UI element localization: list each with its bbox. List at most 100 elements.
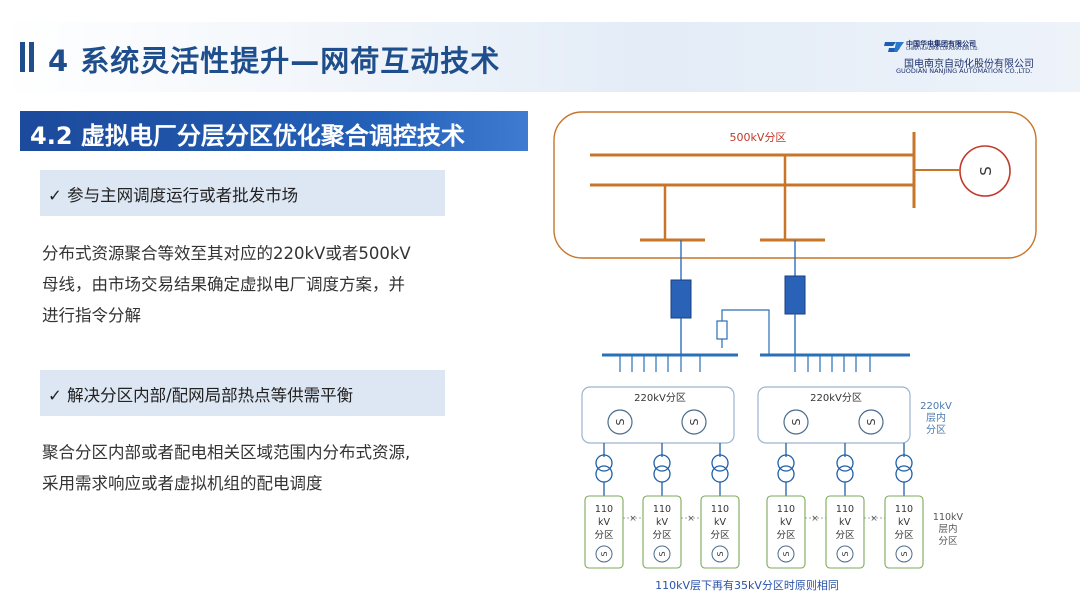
generators-220kv xyxy=(607,409,884,435)
svg-text:kV: kV xyxy=(898,517,911,528)
transformer-icon xyxy=(653,454,671,472)
svg-text:分区: 分区 xyxy=(652,530,672,541)
paragraph-line: 聚合分区内部或者配电相关区域范围内分布式资源, xyxy=(42,443,411,462)
svg-text:kV: kV xyxy=(780,517,793,528)
zone-220kv-right-label: 220kV分区 xyxy=(810,392,862,404)
generator-110kv-icon xyxy=(777,545,795,563)
tie-line xyxy=(721,309,770,355)
generator-110kv-icon xyxy=(836,545,854,563)
generator-220kv-icon xyxy=(783,409,809,435)
side-220kv-label: 220kV 层内 分区 xyxy=(920,401,952,436)
transformer-icon xyxy=(595,454,613,472)
paragraph-line: 分布式资源聚合等效至其对应的220kV或者500kV xyxy=(42,244,411,263)
svg-text:110: 110 xyxy=(653,504,671,515)
grid-diagram: 500kV分区 S 220kV分区 220kV分区 S S xyxy=(540,100,1050,600)
bullet-box-1: ✓ 参与主网调度运行或者批发市场 xyxy=(40,170,445,216)
logo-text-en-company: GUODIAN NANJING AUTOMATION CO.,LTD. xyxy=(896,67,1033,75)
generators-110kv xyxy=(595,545,913,563)
svg-text:110: 110 xyxy=(777,504,795,515)
generator-220kv-label: S xyxy=(865,418,878,425)
side-110-line: 分区 xyxy=(938,536,958,547)
transformer-icon xyxy=(711,454,729,472)
company-logo: 中国华电集团有限公司 CHINA HUADIAN CORPORATION LTD… xyxy=(884,40,1074,80)
tie-mark: × xyxy=(811,514,819,524)
transformer-icon xyxy=(653,465,671,483)
generator-220kv-label: S xyxy=(614,418,627,425)
svg-text:kV: kV xyxy=(656,517,669,528)
bullet-paragraph-1: 分布式资源聚合等效至其对应的220kV或者500kV 母线，由市场交易结果确定虚… xyxy=(42,238,462,331)
zone-500kv-label: 500kV分区 xyxy=(730,131,787,144)
generator-220kv-label: S xyxy=(790,418,803,425)
svg-text:S: S xyxy=(716,551,725,556)
zone-220kv-right xyxy=(757,386,911,444)
zone-110kv xyxy=(884,495,924,569)
bullet-label-2: ✓ 解决分区内部/配网局部热点等供需平衡 xyxy=(48,386,354,405)
tie-marks-110kv: × × × × xyxy=(629,514,878,524)
svg-text:分区: 分区 xyxy=(594,530,614,541)
transformer-icon xyxy=(836,454,854,472)
generator-500kv-label: S xyxy=(977,166,995,176)
paragraph-line: 母线，由市场交易结果确定虚拟电厂调度方案，并 xyxy=(42,275,405,294)
paragraph-line: 进行指令分解 xyxy=(42,306,141,325)
zone-220kv-left-label: 220kV分区 xyxy=(634,392,686,404)
zone-220kv-left xyxy=(581,386,735,444)
svg-text:110: 110 xyxy=(595,504,613,515)
bullet-paragraph-2: 聚合分区内部或者配电相关区域范围内分布式资源, 采用需求响应或者虚拟机组的配电调… xyxy=(42,437,462,499)
svg-text:分区: 分区 xyxy=(894,530,914,541)
transformer-icon xyxy=(895,465,913,483)
svg-text:kV: kV xyxy=(598,517,611,528)
side-220-line: 220kV xyxy=(920,401,952,412)
transformers-220-110 xyxy=(595,443,913,496)
zone-110kv xyxy=(825,495,865,569)
generator-220kv-icon xyxy=(858,409,884,435)
transformer-icon xyxy=(711,465,729,483)
page-title: 4 系统灵活性提升—网荷互动技术 xyxy=(48,44,501,78)
bullet-box-2: ✓ 解决分区内部/配网局部热点等供需平衡 xyxy=(40,370,445,416)
transformer-icon xyxy=(777,465,795,483)
transformer-icon xyxy=(836,465,854,483)
zones-110kv xyxy=(584,495,924,569)
generator-220kv-label: S xyxy=(688,418,701,425)
transformer-icon xyxy=(777,454,795,472)
svg-text:S: S xyxy=(900,551,909,556)
diagram-footnote: 110kV层下再有35kV分区时原则相同 xyxy=(655,578,839,592)
logo-text-cn-group: 中国华电集团有限公司 xyxy=(906,40,976,48)
tie-mark: × xyxy=(870,514,878,524)
svg-text:S: S xyxy=(658,551,667,556)
generator-220kv-icon xyxy=(607,409,633,435)
side-110-line: 110kV xyxy=(933,512,964,523)
svg-text:S: S xyxy=(600,551,609,556)
generator-220kv-marks: S S S S xyxy=(614,418,878,425)
transformer-right-icon xyxy=(784,275,806,315)
svg-text:kV: kV xyxy=(839,517,852,528)
svg-text:kV: kV xyxy=(714,517,727,528)
generator-110kv-icon xyxy=(711,545,729,563)
svg-text:分区: 分区 xyxy=(835,530,855,541)
transformer-icon xyxy=(895,454,913,472)
zone-110kv xyxy=(642,495,682,569)
svg-text:110: 110 xyxy=(836,504,854,515)
side-220-line: 层内 xyxy=(926,411,946,424)
bullet-label-1: ✓ 参与主网调度运行或者批发市场 xyxy=(48,186,299,205)
zone-110kv xyxy=(584,495,624,569)
generator-110kv-marks: S S S S S S xyxy=(600,551,909,556)
svg-text:110: 110 xyxy=(895,504,913,515)
generator-110kv-icon xyxy=(653,545,671,563)
side-110kv-label: 110kV 层内 分区 xyxy=(933,512,964,547)
tie-mark: × xyxy=(629,514,637,524)
generator-220kv-icon xyxy=(681,409,707,435)
side-110-line: 层内 xyxy=(938,523,957,535)
section-header: 4.2 虚拟电厂分层分区优化聚合调控技术 xyxy=(20,111,528,151)
zone-110kv xyxy=(766,495,806,569)
generator-110kv-icon xyxy=(895,545,913,563)
svg-text:S: S xyxy=(841,551,850,556)
zone-110kv xyxy=(700,495,740,569)
grid-diagram-svg: 500kV分区 S 220kV分区 220kV分区 S S xyxy=(553,111,1037,592)
section-title: 4.2 虚拟电厂分层分区优化聚合调控技术 xyxy=(30,122,465,150)
logo-mark-icon xyxy=(884,42,904,52)
logo-text-en-group: CHINA HUADIAN CORPORATION LTD. xyxy=(906,46,979,51)
svg-text:S: S xyxy=(782,551,791,556)
bus-220kv-drops xyxy=(619,355,871,372)
svg-text:分区: 分区 xyxy=(776,530,796,541)
